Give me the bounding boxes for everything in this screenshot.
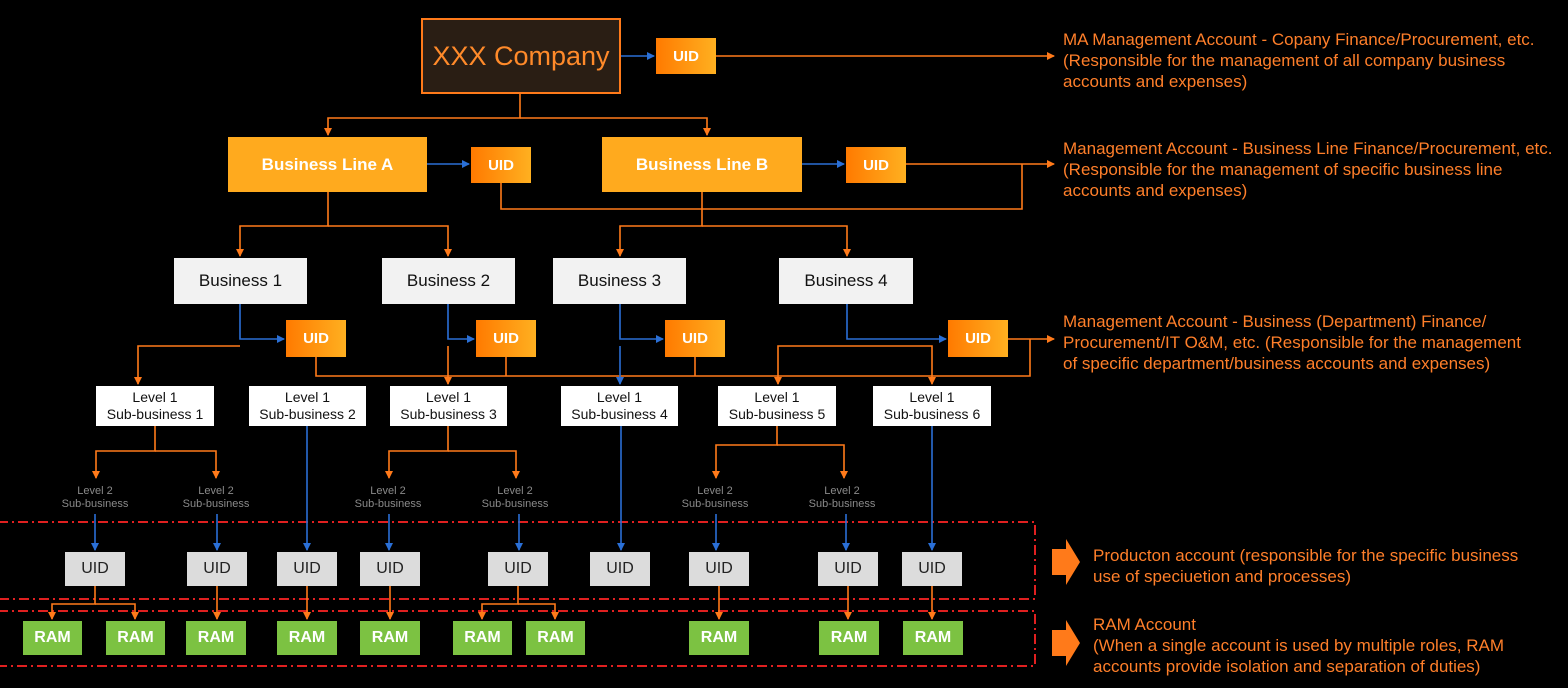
business-1-to-l1-1 xyxy=(134,345,240,385)
business-4-uid-badge: UID xyxy=(948,320,1008,357)
ram-account: RAM xyxy=(526,621,585,655)
ram-account: RAM xyxy=(453,621,512,655)
business-line-b: Business Line B xyxy=(602,137,802,192)
business-2-to-uid xyxy=(447,304,475,343)
ram-account: RAM xyxy=(23,621,82,655)
level1-sub-business-2: Level 1 Sub-business 2 xyxy=(249,386,366,426)
ram-account-frame xyxy=(0,610,1036,667)
business-account-description: Management Account - Business (Departmen… xyxy=(1063,312,1521,373)
uid-to-ram xyxy=(478,586,519,620)
business-line-account-description: Management Account - Business Line Finan… xyxy=(1063,139,1553,200)
uid-to-ram xyxy=(48,586,96,620)
business-4-to-l1-5 xyxy=(774,345,847,385)
production-uid: UID xyxy=(65,552,125,586)
level1-sub-business-1: Level 1 Sub-business 1 xyxy=(96,386,214,426)
business-3-to-uid xyxy=(619,304,664,343)
production-uid: UID xyxy=(818,552,878,586)
level1-sub-business-6: Level 1 Sub-business 6 xyxy=(873,386,991,426)
ram-account: RAM xyxy=(360,621,420,655)
line-b-to-business-3 xyxy=(616,192,703,257)
l1-3-to-l2 xyxy=(385,426,449,479)
business-3-uid-badge: UID xyxy=(665,320,725,357)
business-line-a: Business Line A xyxy=(228,137,427,192)
business-4-to-uid xyxy=(846,304,947,343)
ram-account: RAM xyxy=(186,621,246,655)
business-line-b-uid-badge: UID xyxy=(846,147,906,183)
level2-sub-business: Level 2 Sub-business xyxy=(481,485,549,510)
business-1-uid-badge: UID xyxy=(286,320,346,357)
business-2-uid-badge: UID xyxy=(476,320,536,357)
production-uid: UID xyxy=(689,552,749,586)
ram-account: RAM xyxy=(106,621,165,655)
ram-account: RAM xyxy=(277,621,337,655)
ram-account: RAM xyxy=(819,621,879,655)
uid-to-ram xyxy=(95,603,139,620)
business-3: Business 3 xyxy=(553,258,686,304)
line-b-to-business-4 xyxy=(702,225,851,257)
ram-account: RAM xyxy=(903,621,963,655)
line-a-to-business-2 xyxy=(328,225,452,257)
level2-sub-business: Level 2 Sub-business xyxy=(61,485,129,510)
production-uid: UID xyxy=(488,552,548,586)
business-uid-bracket xyxy=(315,339,1031,377)
level2-sub-business: Level 2 Sub-business xyxy=(808,485,876,510)
production-account-description: Producton account (responsible for the s… xyxy=(1093,546,1519,586)
company-uid-badge: UID xyxy=(656,38,716,74)
production-uid: UID xyxy=(902,552,962,586)
production-uid: UID xyxy=(590,552,650,586)
ram-account: RAM xyxy=(689,621,749,655)
level2-sub-business: Level 2 Sub-business xyxy=(354,485,422,510)
business-line-a-uid-badge: UID xyxy=(471,147,531,183)
level2-sub-business: Level 2 Sub-business xyxy=(681,485,749,510)
company-to-line-b xyxy=(520,117,711,136)
level1-sub-business-5: Level 1 Sub-business 5 xyxy=(718,386,836,426)
uid-to-ram xyxy=(518,603,559,620)
ma-account-description: MA Management Account - Copany Finance/P… xyxy=(1063,30,1535,91)
business-4: Business 4 xyxy=(779,258,913,304)
line-uid-bracket xyxy=(500,164,1023,210)
level1-sub-business-3: Level 1 Sub-business 3 xyxy=(390,386,507,426)
level2-sub-business: Level 2 Sub-business xyxy=(182,485,250,510)
company-node: XXX Company xyxy=(421,18,621,94)
business-1: Business 1 xyxy=(174,258,307,304)
ram-arrow-icon xyxy=(1052,620,1080,666)
business-1-to-uid xyxy=(239,304,285,343)
company-to-line-a xyxy=(324,94,521,136)
business-4-to-l1-6 xyxy=(847,345,936,385)
l1-1-to-l2 xyxy=(92,426,156,479)
l1-5-to-l2 xyxy=(712,426,778,479)
production-uid: UID xyxy=(277,552,337,586)
ram-account-description: RAM Account (When a single account is us… xyxy=(1093,615,1505,676)
production-uid: UID xyxy=(187,552,247,586)
production-arrow-icon xyxy=(1052,539,1080,585)
level1-sub-business-4: Level 1 Sub-business 4 xyxy=(561,386,678,426)
line-a-to-business-1 xyxy=(236,192,329,257)
l1-1-to-l2 xyxy=(155,450,220,479)
business-2: Business 2 xyxy=(382,258,515,304)
l1-5-to-l2 xyxy=(777,444,848,479)
production-uid: UID xyxy=(360,552,420,586)
l1-3-to-l2 xyxy=(448,450,520,479)
production-account-frame xyxy=(0,521,1036,600)
